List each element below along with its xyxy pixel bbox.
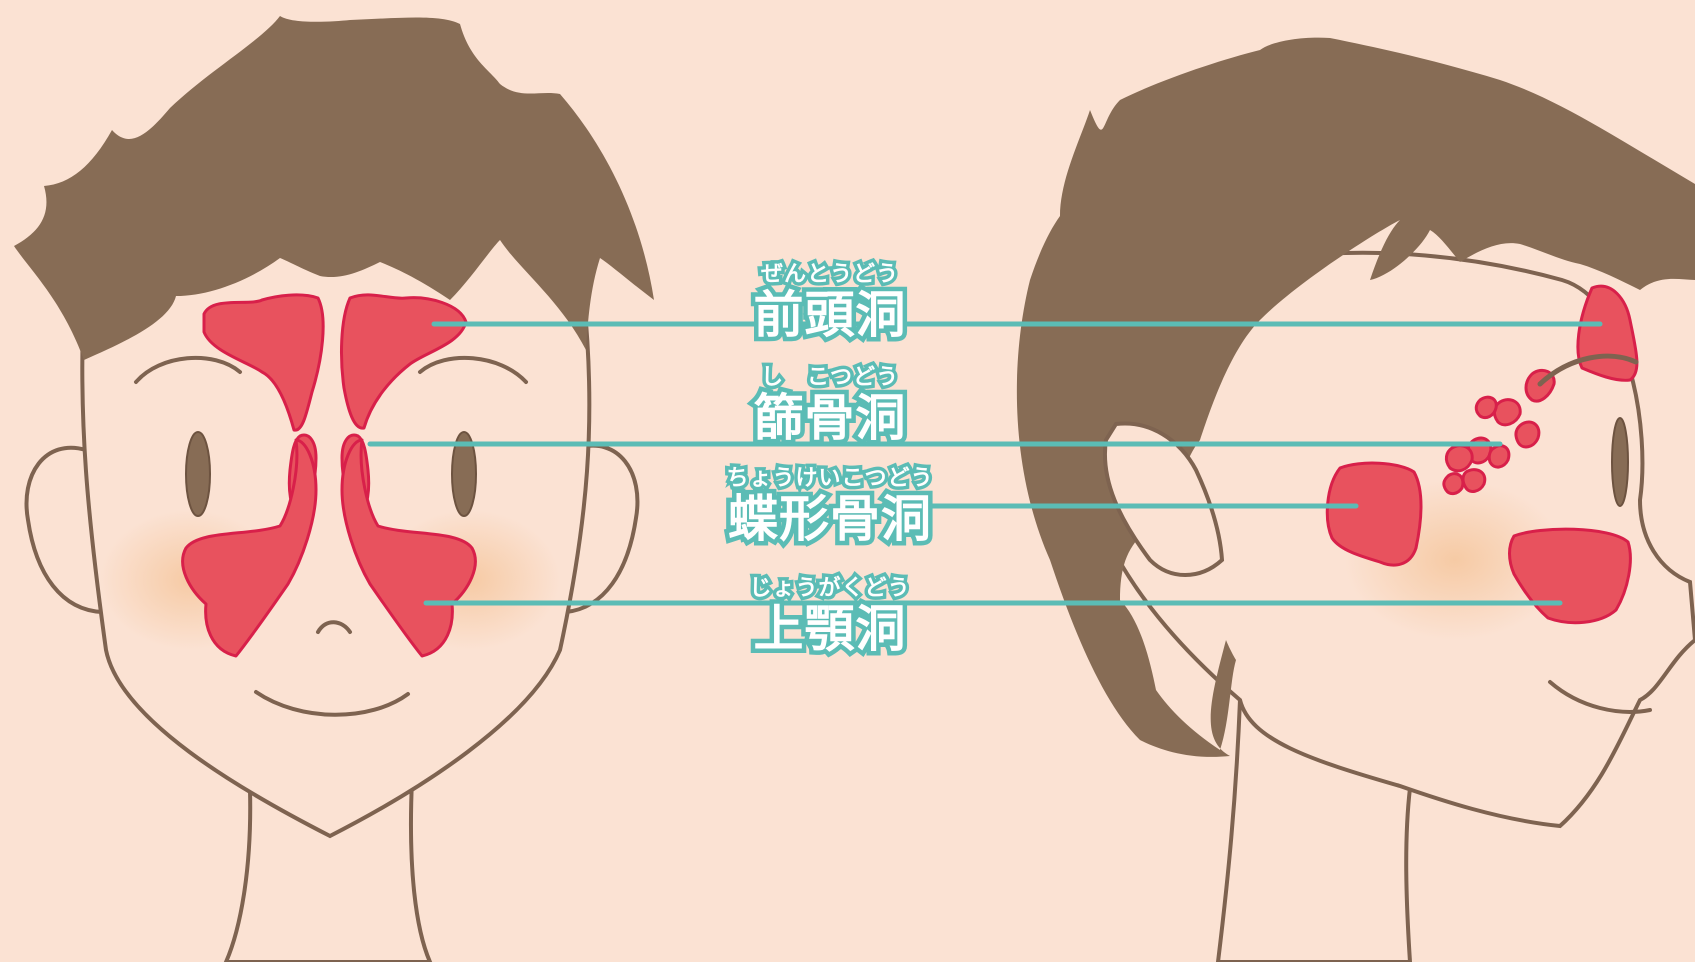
- side-smile: [1548, 680, 1652, 714]
- side-ethmoid-cell-8: [1442, 472, 1465, 496]
- front-frontal-sinus-left: [202, 293, 325, 432]
- side-ethmoid-cell-5: [1487, 444, 1511, 469]
- side-ethmoid-cell-7: [1461, 468, 1487, 493]
- ruby-maxillary-sinus: じょうがくどう: [746, 573, 913, 605]
- left-eye: [185, 431, 211, 517]
- front-face-illustration: [14, 16, 654, 962]
- front-hair: [14, 16, 654, 360]
- front-frontal-sinus-right: [340, 293, 468, 430]
- label-ethmoid-sinus: し こつどう 篩骨洞: [730, 362, 930, 450]
- label-frontal-sinus: ぜんとうどう 前頭洞: [730, 259, 930, 347]
- side-ethmoid-cell-6: [1444, 444, 1474, 473]
- ruby-frontal-sinus: ぜんとうどう: [757, 259, 901, 291]
- side-profile-illustration: [1016, 37, 1695, 962]
- side-hair: [1016, 37, 1695, 757]
- side-eyebrow: [1537, 353, 1639, 387]
- side-frontal-sinus: [1576, 284, 1639, 382]
- nose: [316, 620, 352, 634]
- ruby-sphenoid-sinus: ちょうけいこつどう: [723, 463, 936, 495]
- label-sphenoid-sinus: ちょうけいこつどう 蝶形骨洞: [705, 463, 955, 551]
- name-maxillary-sinus: 上顎洞: [749, 598, 910, 661]
- side-eye: [1611, 417, 1629, 507]
- leader-lines: [367, 321, 1603, 606]
- side-sphenoid-sinus: [1325, 461, 1423, 567]
- name-frontal-sinus: 前頭洞: [749, 284, 910, 347]
- front-neck: [223, 779, 433, 962]
- side-ethmoid-cell-3: [1514, 420, 1541, 449]
- right-eye: [451, 431, 477, 517]
- front-eyebrows: [134, 355, 528, 384]
- ruby-ethmoid-sinus: し こつどう: [757, 362, 901, 394]
- side-ethmoid-cell-9: [1474, 395, 1498, 420]
- front-maxillary-sinus-left: [181, 438, 318, 658]
- label-maxillary-sinus: じょうがくどう 上顎洞: [730, 573, 930, 661]
- side-ethmoid-cell-2: [1492, 398, 1522, 427]
- side-maxillary-sinus: [1508, 527, 1632, 625]
- name-sphenoid-sinus: 蝶形骨洞: [724, 488, 936, 551]
- smile: [254, 690, 410, 717]
- name-ethmoid-sinus: 篩骨洞: [749, 387, 910, 450]
